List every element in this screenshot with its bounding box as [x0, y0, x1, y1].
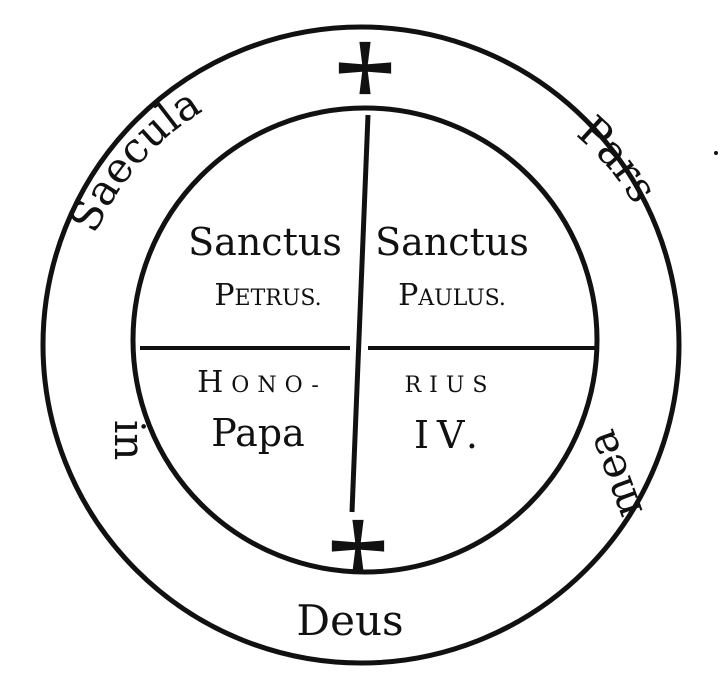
ring-text-bottom: Deus — [296, 596, 403, 645]
quadrant-bottom-right-line2: IV. — [414, 413, 486, 457]
stray-dot — [714, 151, 718, 155]
quadrant-top-left-line2: PETRUS. — [214, 278, 321, 313]
cross-pattee-icon-bottom — [331, 519, 385, 573]
cross-pattee-icon-top — [338, 41, 392, 95]
ring-text-lower-right: mea — [576, 424, 653, 525]
quadrant-bottom-right-line1: RIUS — [405, 373, 496, 398]
quadrant-top-left-line1: Sanctus — [188, 220, 342, 264]
quadrant-top-right-line2: PAULUS. — [398, 278, 506, 313]
quadrant-bottom-left-line2: Papa — [211, 411, 305, 455]
vertical-divider — [349, 114, 371, 513]
ring-text-upper-left: Saecula — [60, 78, 209, 239]
quadrant-top-right-line1: Sanctus — [375, 220, 529, 264]
inner-ring — [130, 105, 600, 575]
ring-text-lower-left: in — [105, 420, 154, 460]
quadrant-bottom-left-line1: HONO- — [197, 365, 327, 400]
outer-ring — [40, 24, 682, 666]
ring-text-upper-right: Pars — [568, 106, 667, 211]
